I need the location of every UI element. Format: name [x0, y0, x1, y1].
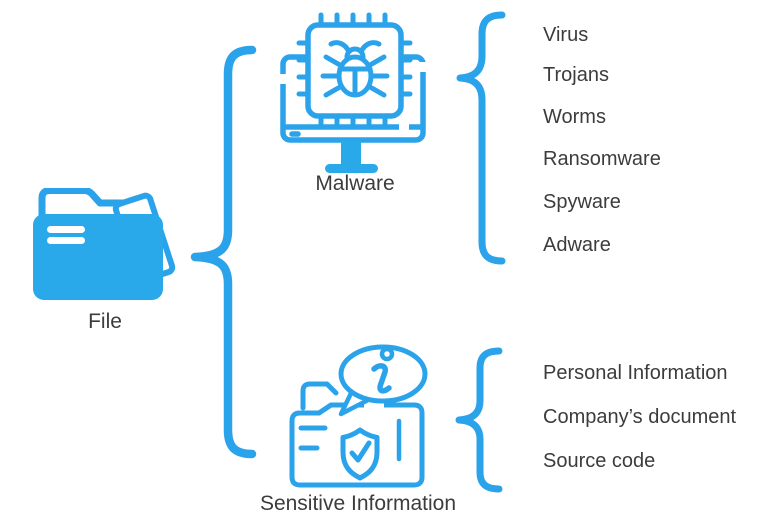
branch-sensitive-label: Sensitive Information: [259, 492, 457, 515]
infected-computer-chip-bug-icon: [279, 12, 427, 173]
folder-filled-icon: [33, 188, 176, 300]
list-item: Worms: [543, 106, 606, 128]
list-item: Trojans: [543, 64, 609, 86]
list-item: Personal Information: [543, 362, 728, 384]
list-item: Ransomware: [543, 148, 661, 170]
info-icon: [371, 346, 395, 394]
list-item: Company’s document: [543, 406, 737, 428]
shield-check-icon: [340, 427, 380, 481]
branch-malware-label: Malware: [315, 172, 395, 195]
list-item: Spyware: [543, 191, 621, 213]
main-curly-brace: [190, 45, 257, 459]
bug-icon: [320, 40, 390, 98]
sensitive-curly-brace: [455, 347, 503, 493]
list-item: Adware: [543, 234, 611, 256]
list-item: Source code: [543, 450, 656, 472]
root-label: File: [88, 310, 122, 333]
malware-curly-brace: [456, 11, 506, 265]
protected-folder-shield-info-icon: [289, 344, 428, 488]
list-item: Virus: [543, 24, 589, 46]
